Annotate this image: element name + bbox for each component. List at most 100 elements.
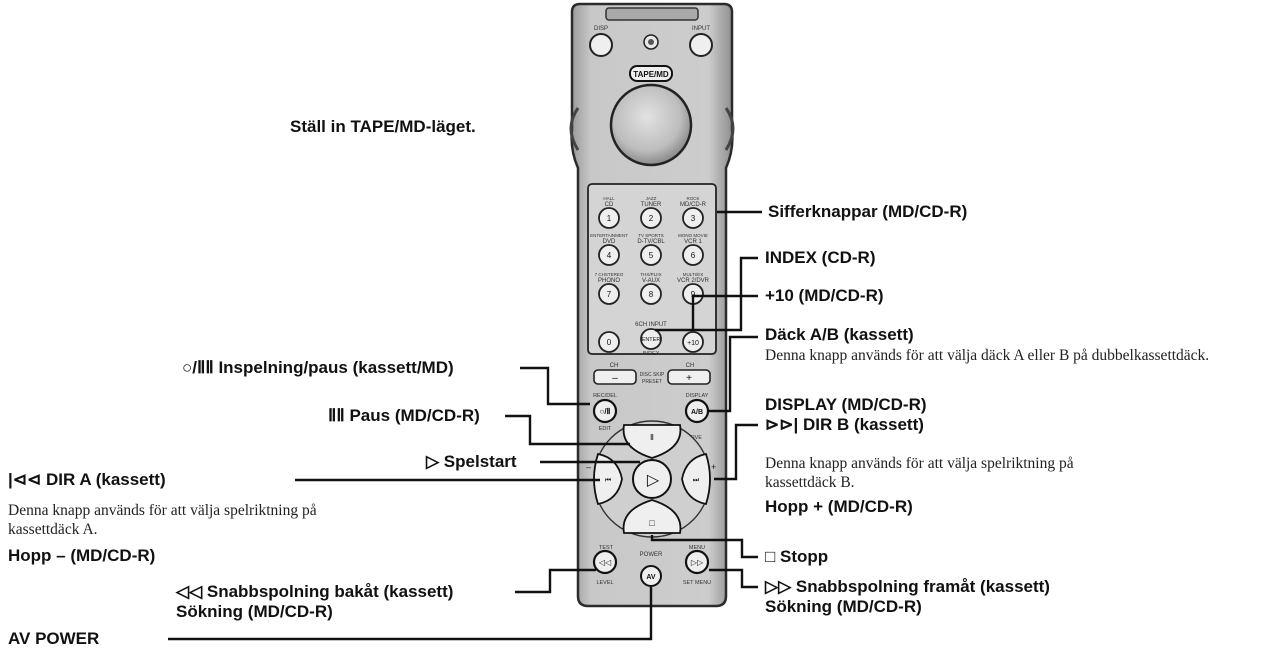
ab-symbol: A/B [691,409,703,416]
number-key-cap[interactable] [640,207,662,229]
disp-button[interactable]: DISP [589,26,613,57]
mode-label: Ställ in TAPE/MD-läget. [290,117,476,136]
number-key-digit: 6 [691,251,696,260]
pause-key[interactable] [622,424,682,459]
plus10-label: +10 [687,340,699,347]
set-menu-label: SET MENU [683,580,711,586]
search-left-callout: Sökning (MD/CD-R) [176,602,333,621]
number-key-sublabel: JAZZ [646,196,657,201]
leader-plus10 [691,294,758,331]
leader-stop [650,535,758,559]
pause-callout: ⅡⅡ Paus (MD/CD-R) [328,406,480,425]
number-key-cap[interactable] [640,244,662,266]
number-key-digit: 2 [649,214,654,223]
dir-a-callout: |⊲⊲ DIR A (kassett) [8,470,166,489]
number-key-sublabel: DVD [603,239,616,245]
number-keys-label: Sifferknappar (MD/CD-R) [768,202,968,221]
jog-wheel[interactable] [609,83,693,167]
number-key-sublabel: TUNER [641,202,662,208]
deck-ab-description: Denna knapp används för att välja däck A… [765,347,1210,364]
av-power-button[interactable]: AV [640,565,662,587]
edit-label: EDIT [599,426,612,432]
number-key-sublabel: ENTERTAINMENT [590,233,628,238]
number-key-sublabel: V-AUX [642,278,660,284]
number-key-digit: 4 [607,251,612,260]
number-key-digit: 8 [649,290,654,299]
ffwd-symbol: ▷▷ [691,558,704,567]
six-ch-input-label: 6CH INPUT [635,322,667,328]
number-key-digit: 1 [607,214,612,223]
ch-minus-label: – [612,373,618,384]
number-key-cap[interactable] [598,207,620,229]
number-key-sublabel: D-TV/CBL [637,239,665,245]
av-symbol: AV [646,574,656,581]
index-label: INDEX [643,351,660,357]
rec-pause-button[interactable]: ○/Ⅱ [592,398,618,424]
wheel-side-grip [724,107,735,151]
skip-fwd-symbol: ⏭ [693,477,700,484]
pause-key-symbol: Ⅱ [650,433,654,442]
menu-label: MENU [689,545,705,551]
ffwd-callout: ▷▷ Snabbspolning framåt (kassett) [765,577,1050,596]
ffwd-button[interactable]: ▷▷ [684,549,710,575]
number-key-cap[interactable] [598,244,620,266]
power-label: POWER [640,552,663,558]
disp-label: DISP [594,26,608,32]
indicator-lamp [643,34,659,50]
number-key-sublabel: PHONO [598,278,620,284]
search-right-callout: Sökning (MD/CD-R) [765,597,922,616]
leader-av [168,587,653,641]
rewind-callout: ◁◁ Snabbspolning bakåt (kassett) [176,582,454,601]
tape-md-button[interactable]: TAPE/MD [629,65,673,82]
number-key-cap[interactable] [640,283,662,305]
play-key[interactable] [632,459,672,499]
number-key-cap[interactable] [598,283,620,305]
ch-right-label: CH [686,363,695,369]
ab-button[interactable]: A/B [684,398,710,424]
skip-fwd-key[interactable] [681,452,711,506]
number-key-sublabel: CD [605,202,614,208]
av-power-callout: AV POWER [8,629,100,648]
leader-rew [515,568,596,594]
stop-key[interactable] [622,499,682,534]
key-0[interactable]: 0 [598,331,620,353]
rewind-button[interactable]: ◁◁ [592,549,618,575]
number-key-cap[interactable] [682,244,704,266]
leader-lines [168,210,762,641]
leader-dirb [714,423,758,481]
number-key-digit: 9 [691,290,696,299]
minus-side-label: – [586,462,591,472]
number-key-sublabel: MULTI/EX [683,272,703,277]
number-key-sublabel: MONO MOVIE [678,233,708,238]
input-button[interactable]: INPUT [689,26,713,57]
number-key-sublabel: 7 CHSTEREO [595,272,624,277]
rec-del-label: REC/DEL [593,393,617,399]
number-key-sublabel: HALL [603,196,615,201]
number-key-sublabel: ROCK [686,196,699,201]
stop-callout: □ Stopp [765,547,829,566]
dir-b-callout: ⊳⊳| DIR B (kassett) [765,415,924,434]
number-key-digit: 3 [691,214,696,223]
test-label: TEST [599,545,614,551]
deck-ab-callout: Däck A/B (kassett) [765,325,914,344]
leader-ab [708,335,758,413]
input-label: INPUT [692,26,710,32]
rec-pause-symbol: ○/Ⅱ [600,407,611,416]
ch-plus-button[interactable]: + [667,369,711,385]
number-key-cap[interactable] [682,207,704,229]
ch-left-label: CH [610,363,619,369]
display-key-label: DISPLAY [686,393,709,399]
ch-minus-button[interactable]: – [593,369,637,385]
enter-button[interactable]: ENTER [640,328,662,350]
plus10-button[interactable]: +10 [682,331,704,353]
